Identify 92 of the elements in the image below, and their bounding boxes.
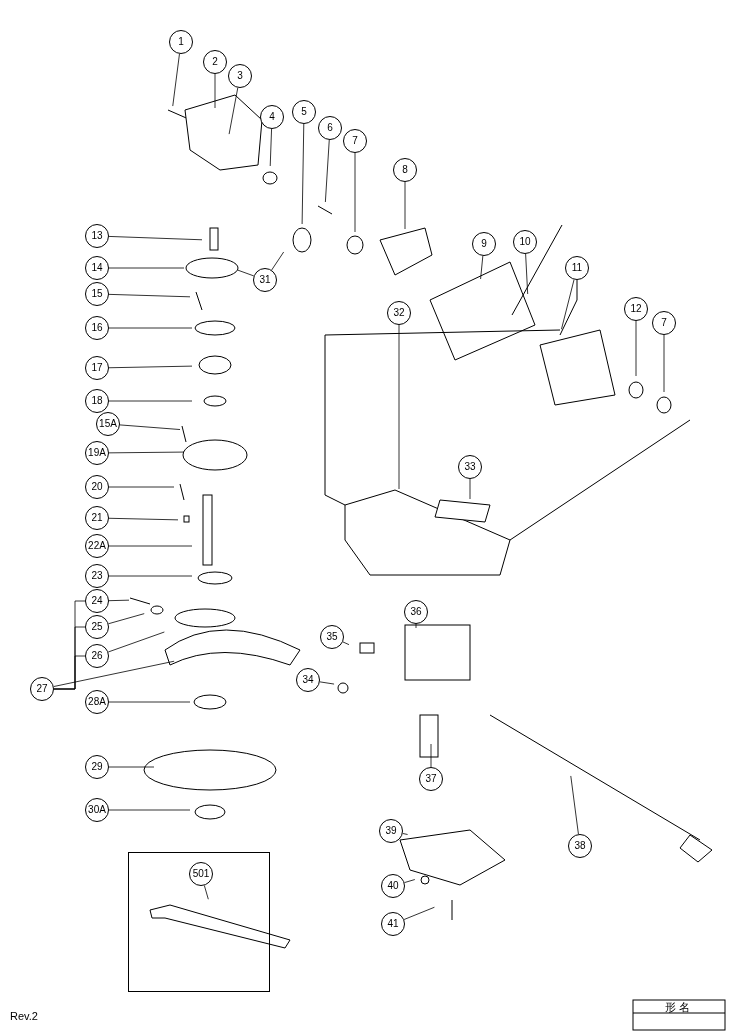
leader-line [430, 743, 432, 768]
leader-line [402, 833, 408, 835]
leader-line [203, 885, 209, 900]
callout-number: 7 [343, 129, 367, 153]
callout-number: 2 [203, 50, 227, 74]
leader-line [108, 365, 193, 369]
callout-number: 35 [320, 625, 344, 649]
callout-number: 19A [85, 441, 109, 465]
callout-number: 39 [379, 819, 403, 843]
callout-number: 1 [169, 30, 193, 54]
callout-number: 36 [404, 600, 428, 624]
callout-number: 15 [85, 282, 109, 306]
leader-line [107, 631, 165, 653]
leader-line [398, 324, 400, 490]
leader-line [525, 253, 529, 295]
callout-number: 11 [565, 256, 589, 280]
callout-number: 23 [85, 564, 109, 588]
leader-line [269, 128, 272, 167]
leader-line [663, 334, 665, 393]
callout-number: 4 [260, 105, 284, 129]
callout-number: 16 [85, 316, 109, 340]
callout-number: 501 [189, 862, 213, 886]
callout-number: 3 [228, 64, 252, 88]
callout-number: 18 [85, 389, 109, 413]
callout-number: 24 [85, 589, 109, 613]
leader-line [324, 139, 330, 203]
callout-number: 13 [85, 224, 109, 248]
callout-number: 22A [85, 534, 109, 558]
leader-line [403, 906, 435, 920]
callout-number: 17 [85, 356, 109, 380]
callout-number: 9 [472, 232, 496, 256]
leader-line [271, 251, 285, 271]
callout-number: 21 [85, 506, 109, 530]
revision-note: Rev.2 [10, 1010, 38, 1022]
callout-number: 38 [568, 834, 592, 858]
leader-line [354, 152, 356, 233]
leader-line [108, 486, 175, 488]
leader-line [342, 641, 350, 646]
callout-number: 26 [85, 644, 109, 668]
callout-number: 5 [292, 100, 316, 124]
leader-line [53, 660, 175, 687]
leader-line [108, 293, 191, 298]
leader-line [108, 766, 155, 768]
leader-line [415, 623, 417, 629]
leader-line [108, 236, 203, 241]
leader-line [108, 575, 193, 577]
leader-line [635, 320, 637, 377]
inset-frame [128, 852, 270, 992]
callout-number: 25 [85, 615, 109, 639]
callout-number: 32 [387, 301, 411, 325]
callout-number: 37 [419, 767, 443, 791]
leader-line [108, 701, 191, 703]
leader-line [172, 53, 180, 107]
callout-number: 34 [296, 668, 320, 692]
leader-line [108, 613, 145, 625]
callout-number: 7 [652, 311, 676, 335]
leader-line [108, 327, 193, 329]
callout-number: 15A [96, 412, 120, 436]
callout-number: 30A [85, 798, 109, 822]
leader-line [119, 424, 181, 430]
leader-line [469, 478, 471, 500]
leader-line [108, 545, 193, 547]
leader-line [570, 775, 579, 835]
leader-line [214, 73, 216, 109]
callout-number: 27 [30, 677, 54, 701]
leader-line [561, 279, 575, 330]
leader-line [319, 681, 335, 685]
leader-line [108, 599, 130, 602]
callout-number: 33 [458, 455, 482, 479]
callout-number: 40 [381, 874, 405, 898]
callout-number: 8 [393, 158, 417, 182]
callout-number: 20 [85, 475, 109, 499]
leader-line [404, 879, 416, 883]
callout-number: 29 [85, 755, 109, 779]
leader-line [237, 269, 255, 277]
callout-number: 41 [381, 912, 405, 936]
leader-line [108, 517, 179, 521]
leader-line [301, 123, 305, 225]
leader-line [108, 809, 191, 811]
callout-number: 12 [624, 297, 648, 321]
leader-line [108, 451, 185, 454]
callout-number: 28A [85, 690, 109, 714]
leader-line [53, 655, 86, 690]
callout-number: 6 [318, 116, 342, 140]
leader-line [480, 255, 484, 280]
callout-number: 10 [513, 230, 537, 254]
title-block-heading: 形 名 [665, 1000, 691, 1015]
leader-line [108, 267, 185, 269]
callout-number: 31 [253, 268, 277, 292]
callout-number: 14 [85, 256, 109, 280]
leader-line [108, 400, 193, 402]
leader-line [404, 181, 406, 230]
